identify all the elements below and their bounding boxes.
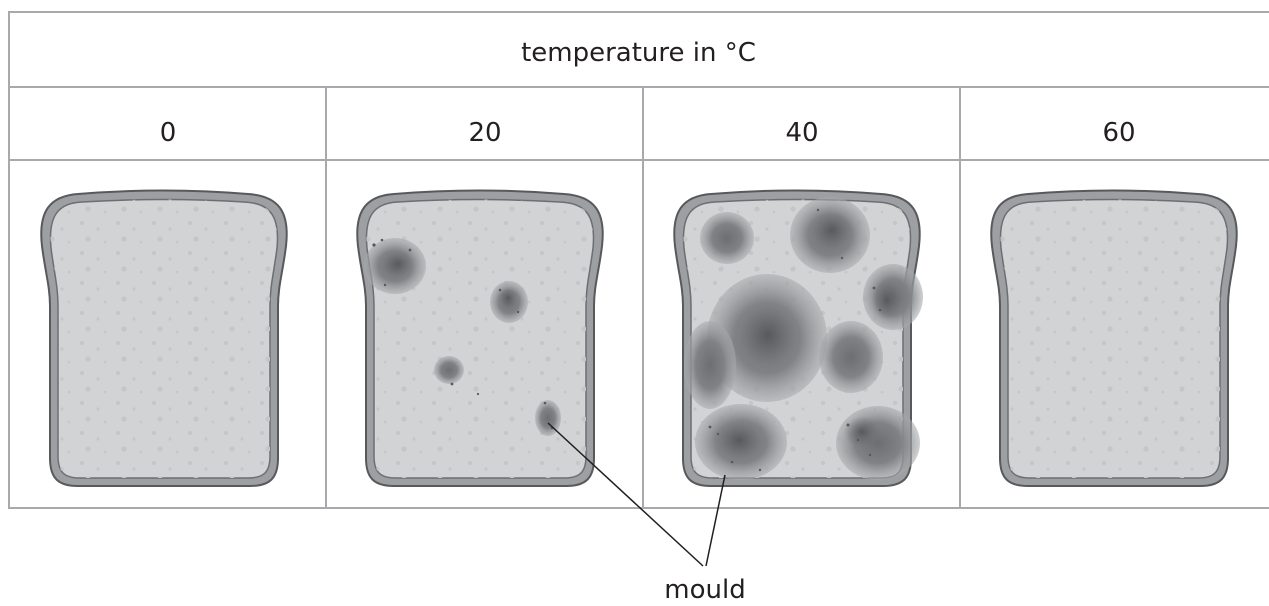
column-divider-3: [959, 86, 961, 509]
temperature-header: temperature in °C: [521, 38, 756, 68]
column-label-40: 40: [785, 118, 819, 148]
mould-label: mould: [664, 575, 746, 605]
table-left-border: [8, 11, 10, 509]
mould-patches-20: [364, 238, 561, 436]
bread-slice-60: [990, 189, 1238, 487]
mould-patches-40: [684, 197, 923, 480]
bread-slice-0: [40, 189, 288, 487]
results-table: temperature in °C 0 20 40 60: [8, 11, 1269, 509]
column-label-0: 0: [159, 118, 177, 148]
mould-leader-lines: [547, 422, 726, 567]
column-label-60: 60: [1102, 118, 1136, 148]
column-label-20: 20: [468, 118, 502, 148]
header-row-divider: [8, 86, 1269, 88]
bread-slice-20: [356, 189, 604, 487]
column-divider-2: [642, 86, 644, 509]
table-top-border: [8, 11, 1269, 13]
column-head-row-divider: [8, 159, 1269, 161]
column-divider-1: [325, 86, 327, 509]
bread-slice-40: [673, 189, 923, 487]
table-bottom-border: [8, 507, 1269, 509]
